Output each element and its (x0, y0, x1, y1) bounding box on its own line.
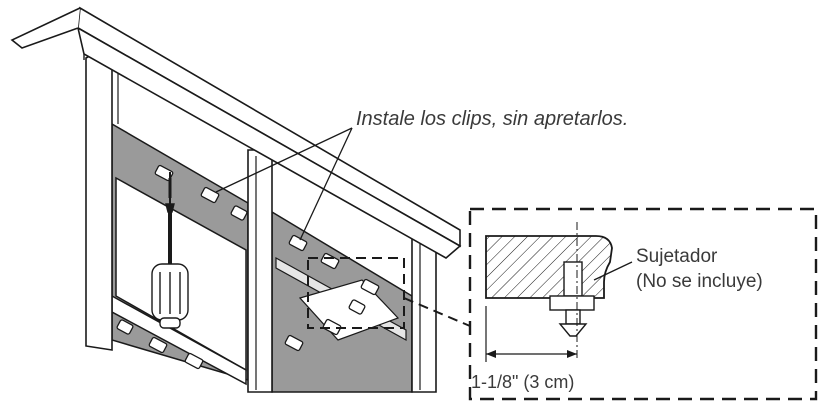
detail-highlight-box (307, 257, 405, 329)
fastener-label-line2: (No se incluye) (636, 271, 763, 292)
top-board-front (76, 26, 462, 259)
callout-leaders (215, 127, 353, 241)
detail-inset (468, 207, 818, 401)
fastener-label: Sujetador (No se incluye) (636, 244, 763, 294)
clips (116, 164, 380, 370)
frame-posts (85, 42, 437, 393)
dimension-label: 1-1/8" (3 cm) (471, 372, 575, 392)
fastener-label-line1: Sujetador (636, 246, 718, 267)
board-cross-section (485, 235, 613, 299)
callout-install-clips: Instale los clips, sin apretarlos. (356, 108, 629, 130)
